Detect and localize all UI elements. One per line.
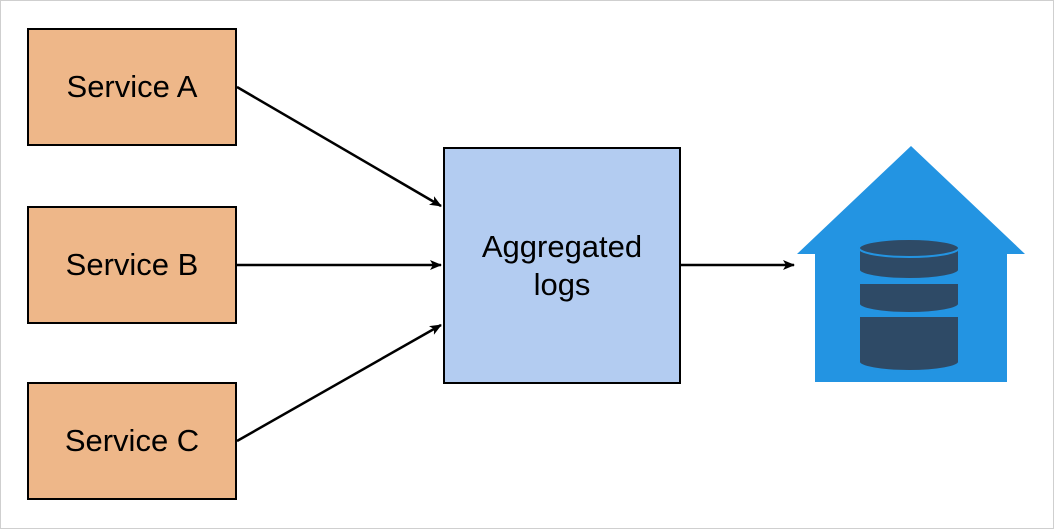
service-a-label: Service A	[66, 69, 198, 104]
service-b-label: Service B	[65, 247, 199, 282]
service-c-label: Service C	[64, 423, 200, 458]
service-b-node[interactable]: Service B	[27, 206, 237, 324]
database-cylinder-icon	[858, 238, 960, 372]
aggregated-logs-node[interactable]: Aggregated logs	[443, 147, 681, 384]
service-c-node[interactable]: Service C	[27, 382, 237, 500]
aggregated-logs-label: Aggregated logs	[481, 228, 643, 302]
data-warehouse-icon[interactable]	[796, 146, 1026, 384]
service-a-node[interactable]: Service A	[27, 28, 237, 146]
edge-service-c-to-aggregated	[236, 323, 442, 443]
edge-service-a-to-aggregated	[236, 85, 442, 208]
